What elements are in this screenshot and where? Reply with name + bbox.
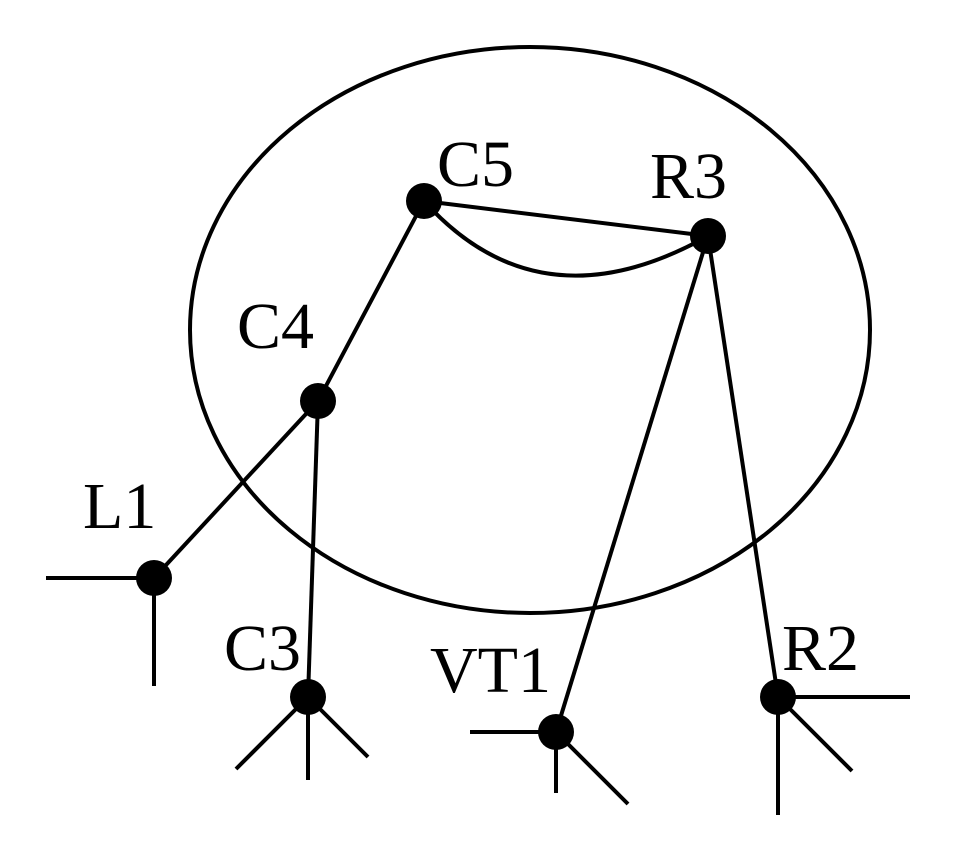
subgraph-boundary-ellipse [188,45,872,615]
node-c3 [290,679,326,715]
node-label-c3: C3 [224,612,301,685]
edge-r3-r2 [706,235,780,698]
node-label-c5: C5 [437,128,514,201]
node-r3 [690,218,726,254]
node-label-vt1: VT1 [430,634,551,707]
node-c4 [300,383,336,419]
node-l1 [136,560,172,596]
node-c5 [406,183,442,219]
node-r2 [760,679,796,715]
node-label-l1: L1 [83,470,156,543]
edge-c5-r3-arc [422,199,709,278]
edge-c5-r3 [423,199,709,238]
edge-c4-c3 [306,400,320,698]
edge-r3-vt1 [554,235,710,733]
edge-c4-l1 [152,399,320,580]
node-label-r3: R3 [650,140,727,213]
node-vt1 [538,714,574,750]
node-label-c4: C4 [237,290,314,363]
node-label-r2: R2 [782,612,859,685]
edge-c5-c4 [316,200,426,402]
